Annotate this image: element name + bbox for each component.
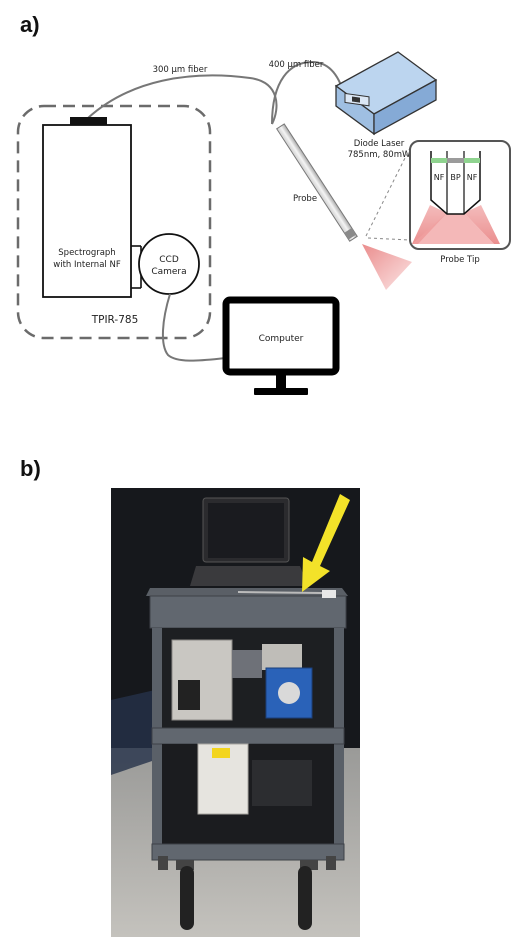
laser-box-side [373, 78, 437, 136]
yellow-arrow [302, 494, 350, 592]
spectrograph-label-line1: Spectrograph [58, 248, 115, 258]
photo-caster-right-mount [300, 860, 318, 870]
fiber-400-label: 400 µm fiber [269, 60, 324, 70]
photo-warning-label [212, 748, 230, 758]
photo-cart-bottom-shelf [151, 843, 345, 861]
photo-laser-unit [262, 644, 302, 670]
tip-filter-bp [447, 158, 464, 163]
tip-filter-nf-right [464, 158, 480, 163]
photo-cart-top-shelf [149, 595, 347, 629]
fiber-400-cable [271, 60, 345, 125]
monitor-base [254, 388, 308, 395]
panel-b-label: b) [20, 456, 41, 481]
photo-probe-holder [322, 590, 336, 598]
spectrograph-fiber-port [70, 117, 107, 125]
photo-laptop-screen [208, 503, 284, 558]
computer-monitor [222, 296, 340, 376]
photo-cart [111, 488, 360, 937]
tip-beam-right [464, 205, 500, 244]
system-label: TPIR-785 [91, 314, 139, 326]
tpir-system-boundary [16, 104, 212, 340]
photo-cart-middle-shelf [151, 727, 345, 745]
tip-beam-center [412, 213, 494, 244]
photo-spectrograph-port [178, 680, 200, 710]
photo-cables [252, 760, 312, 806]
photo-wheel-right [298, 866, 312, 930]
photo-wheel-left [180, 866, 194, 930]
probe-tip-diagram: NF BP NF [412, 151, 500, 244]
tip-label-nf-right: NF [467, 173, 478, 182]
photo-ccd [232, 650, 262, 678]
probe-label: Probe [293, 194, 317, 204]
photo-caster-left-mount [176, 860, 194, 870]
monitor-neck [276, 375, 286, 389]
laser-aperture [352, 96, 360, 103]
zoom-line-top [365, 147, 411, 237]
photo-blue-module-dial [278, 682, 300, 704]
probe-body [276, 123, 358, 242]
zoom-line-bottom [367, 237, 411, 241]
photo-probe [237, 591, 323, 594]
spectrograph-label-line2: with Internal NF [53, 260, 121, 270]
tip-label-bp: BP [450, 173, 460, 182]
laser-label-line2: 785nm, 80mW [348, 150, 411, 160]
probe-tip-label: Probe Tip [440, 255, 480, 265]
photo-caster-back-left [158, 856, 168, 870]
computer-label: Computer [259, 334, 304, 344]
tip-beam-left [412, 205, 447, 244]
probe-nose [344, 227, 357, 240]
tip-housing [430, 151, 481, 215]
photo-laptop-base [190, 566, 308, 586]
photo-wall-trim [111, 690, 155, 775]
fiber-300-label: 300 µm fiber [153, 65, 208, 75]
probe [276, 123, 358, 242]
ccd-label-line2: Camera [151, 267, 186, 277]
laser-beam [362, 244, 412, 290]
fiber-300-cable [87, 74, 278, 125]
tip-label-nf-left: NF [434, 173, 445, 182]
usb-cable [161, 293, 227, 362]
panel-a-label: a) [20, 12, 40, 37]
spectrograph-box [42, 124, 132, 298]
laser-label-line1: Diode Laser [354, 139, 405, 149]
photo-caster-back-right [326, 856, 336, 870]
ccd-label-line1: CCD [159, 255, 179, 265]
tip-filter-nf-left [431, 158, 447, 163]
